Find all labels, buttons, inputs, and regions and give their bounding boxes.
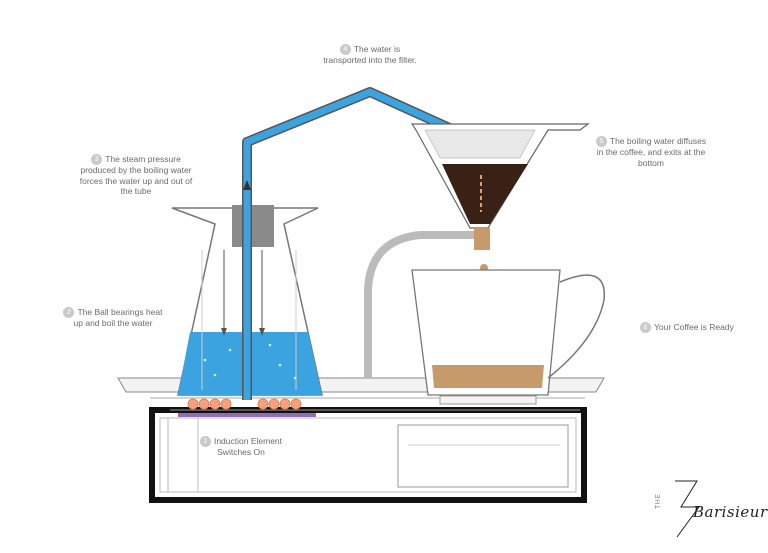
shelf-left <box>167 417 199 493</box>
drawer <box>397 424 569 488</box>
barisieur-logo: THE Barisieur <box>655 475 768 545</box>
induction-plate <box>178 413 316 417</box>
ball-bearings <box>187 398 302 410</box>
step-5-number: 5 <box>595 136 607 148</box>
step-6-number: 6 <box>640 322 651 334</box>
logo-prefix: THE <box>655 493 662 510</box>
base-inner <box>159 417 577 493</box>
step-3-number: 3 <box>91 154 103 166</box>
cup-handle <box>547 274 605 379</box>
coffee-cup <box>411 269 561 396</box>
logo-wordmark: Barisieur <box>693 503 768 521</box>
cup-coffee <box>432 365 544 388</box>
support-arm <box>364 231 480 378</box>
step-1-number: 1 <box>199 436 211 448</box>
flask-stopper <box>232 205 274 247</box>
logo-mark <box>675 480 700 538</box>
filter-coffee <box>442 164 528 224</box>
step-2-number: 2 <box>63 307 75 319</box>
step-4-number: 4 <box>339 44 351 56</box>
